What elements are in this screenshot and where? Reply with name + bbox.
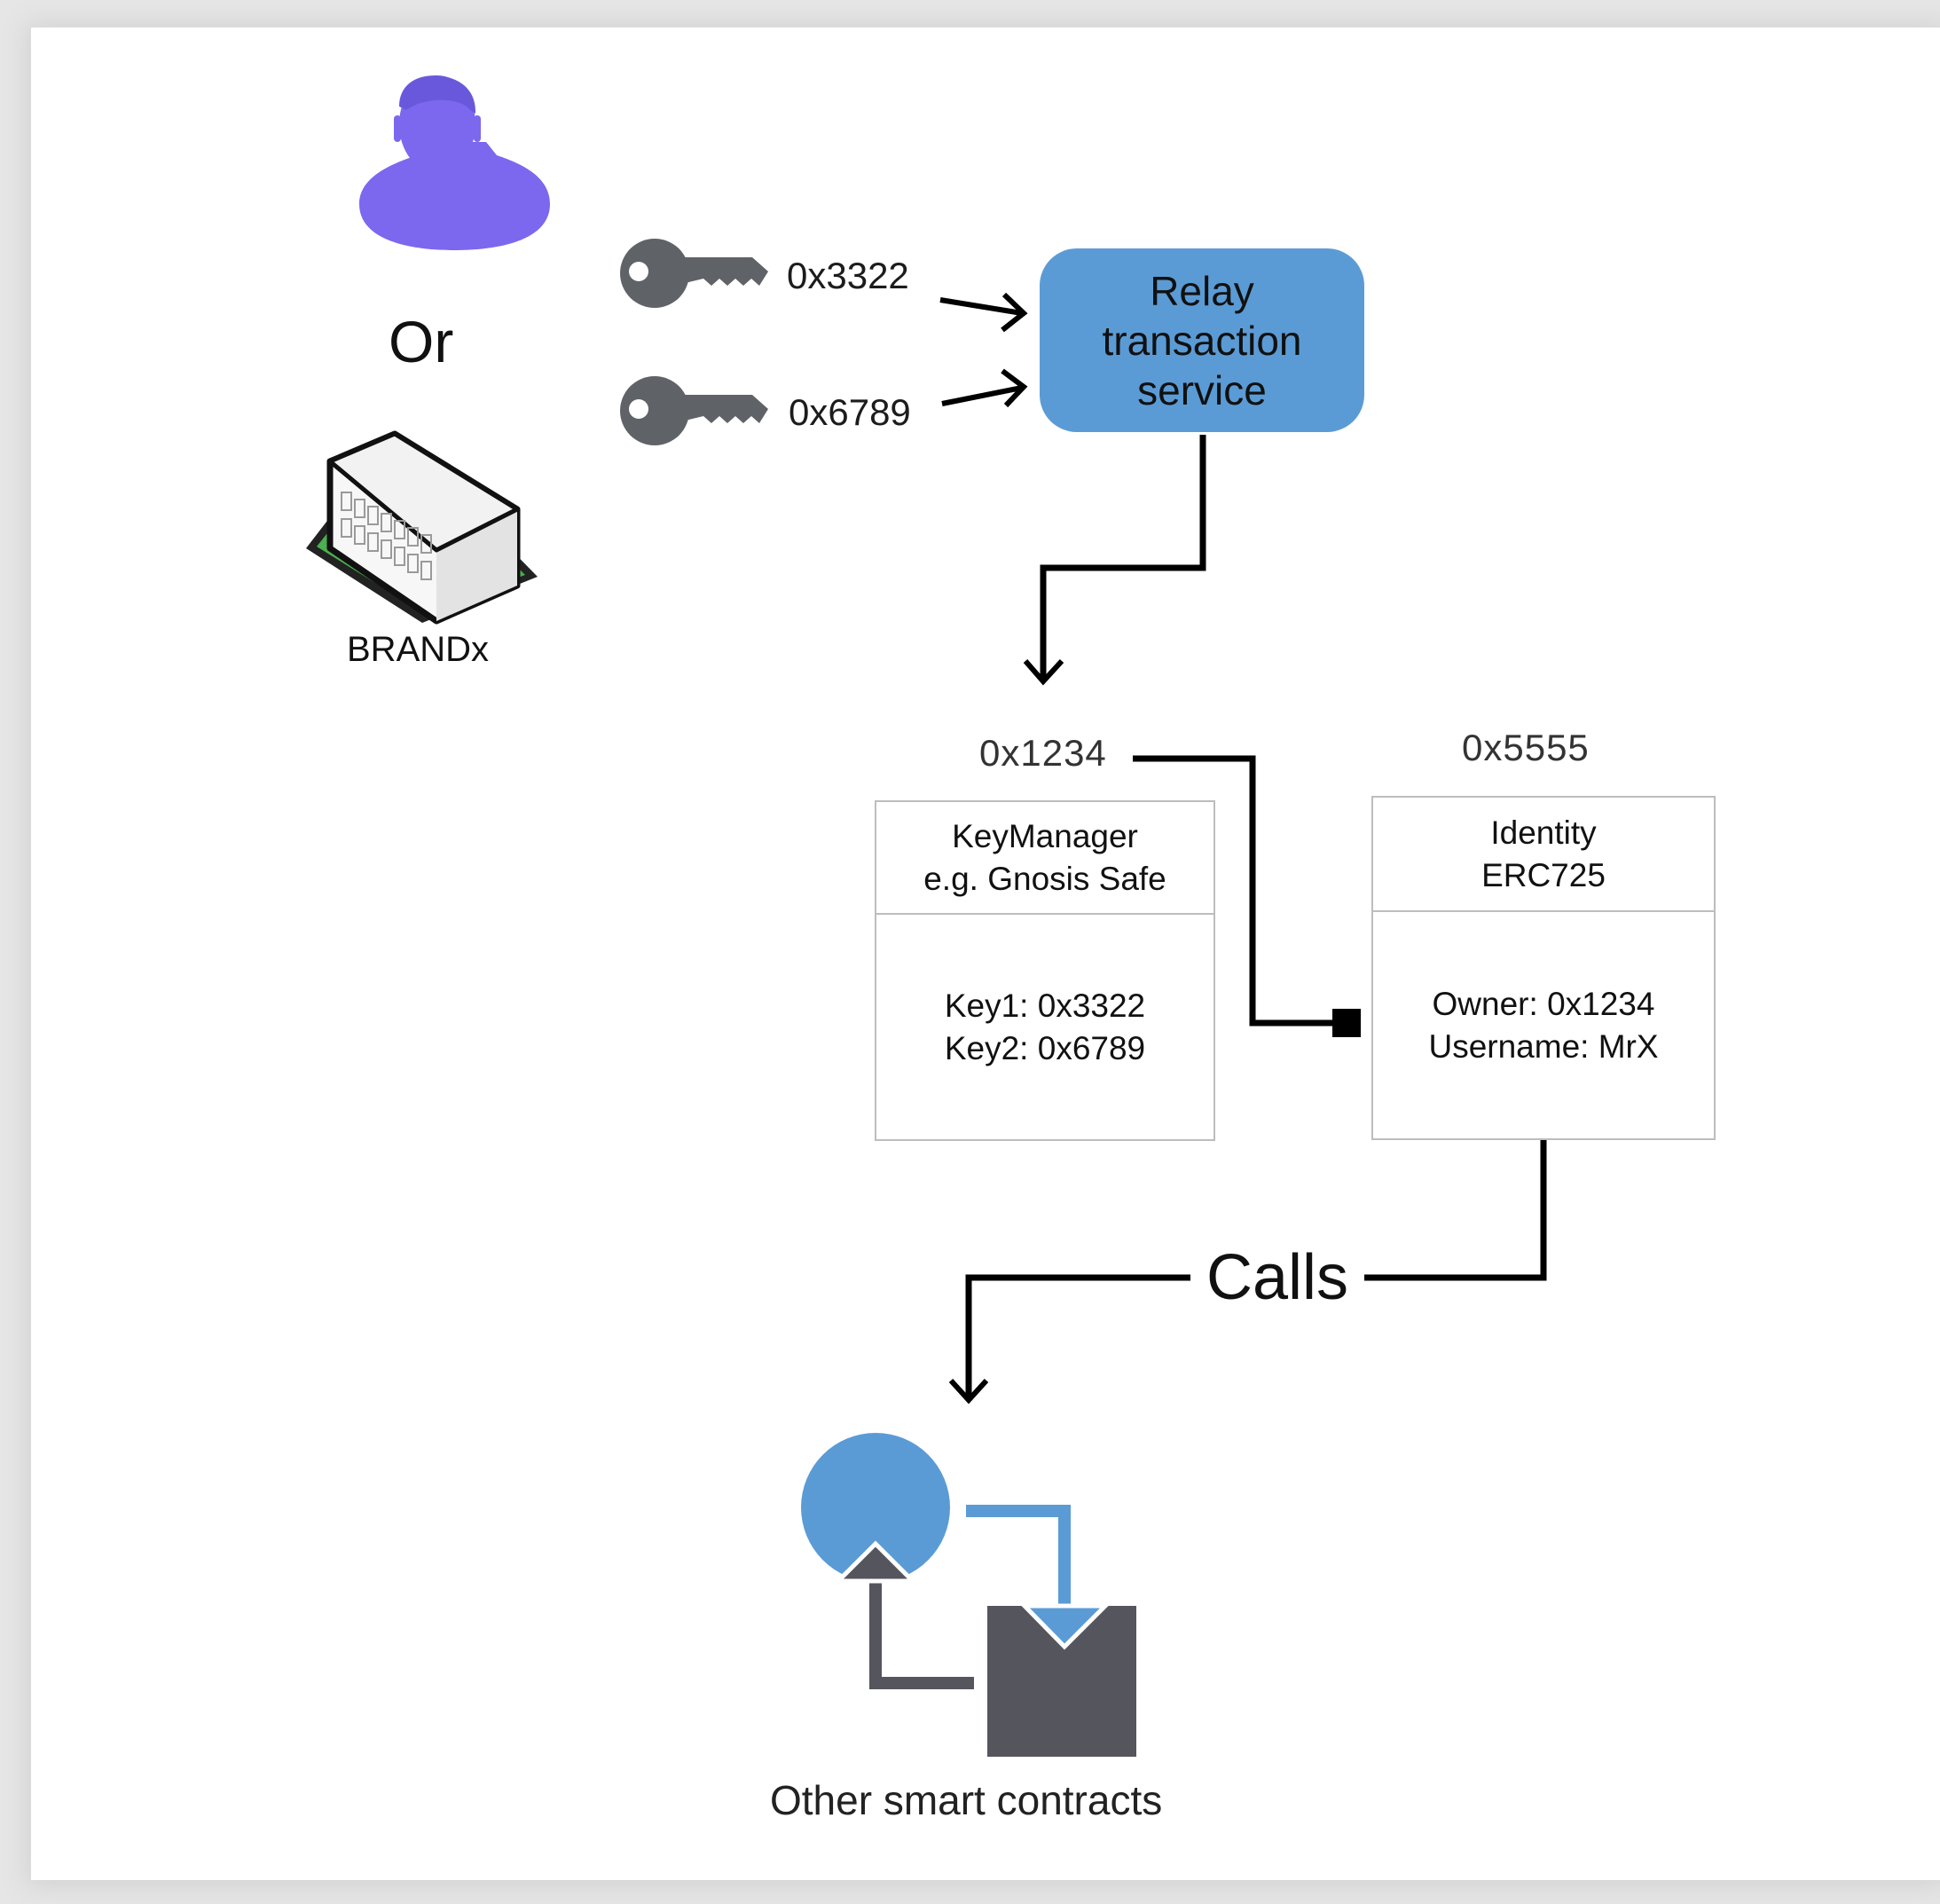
identity-owner: Owner: 0x1234: [1432, 985, 1655, 1022]
identity-title: Identity: [1490, 814, 1597, 851]
keymanager-to-identity-connector: [1133, 755, 1339, 1027]
brand-label: BRANDx: [347, 630, 490, 669]
user-icon: [359, 75, 550, 250]
building-icon: [306, 430, 538, 625]
keymanager-key1: Key1: 0x3322: [944, 987, 1146, 1024]
identity-username: Username: MrX: [1428, 1027, 1659, 1065]
identity-body: Owner: 0x1234 Username: MrX: [1373, 912, 1714, 1138]
arrowhead-key1: [1001, 292, 1028, 333]
key2-address-label: 0x6789: [789, 391, 911, 433]
keymanager-header: KeyManager e.g. Gnosis Safe: [876, 802, 1213, 915]
calls-label: Calls: [1190, 1246, 1365, 1310]
arrowhead-to-contracts: [948, 1378, 989, 1404]
keymanager-address: 0x1234: [979, 732, 1107, 774]
key-icon-2: [620, 376, 768, 445]
keymanager-body: Key1: 0x3322 Key2: 0x6789: [876, 915, 1213, 1139]
identity-subtitle: ERC725: [1481, 856, 1606, 893]
smart-contracts-icon: [801, 1433, 1136, 1757]
other-contracts-label: Other smart contracts: [770, 1777, 1163, 1823]
arrowhead-key2: [1001, 368, 1028, 408]
or-label: Or: [389, 309, 454, 374]
key1-address-label: 0x3322: [787, 255, 909, 296]
identity-header: Identity ERC725: [1373, 798, 1714, 912]
keymanager-subtitle: e.g. Gnosis Safe: [923, 860, 1166, 897]
relay-to-keymanager-connector: [1040, 435, 1206, 679]
identity-address: 0x5555: [1462, 727, 1590, 768]
arrow-key2-to-relay: [941, 385, 1023, 406]
relay-service-label: Relay transaction service: [1102, 267, 1302, 413]
arrow-key1-to-relay: [939, 297, 1023, 316]
keymanager-title: KeyManager: [952, 817, 1138, 854]
arrowhead-to-keymanager: [1023, 658, 1064, 686]
keymanager-box: KeyManager e.g. Gnosis Safe Key1: 0x3322…: [875, 800, 1215, 1141]
relay-service-box: Relay transaction service: [1040, 248, 1364, 432]
key-icon-1: [620, 239, 768, 308]
connector-square-end: [1332, 1009, 1361, 1037]
identity-box: Identity ERC725 Owner: 0x1234 Username: …: [1371, 796, 1716, 1140]
keymanager-key2: Key2: 0x6789: [944, 1029, 1146, 1066]
